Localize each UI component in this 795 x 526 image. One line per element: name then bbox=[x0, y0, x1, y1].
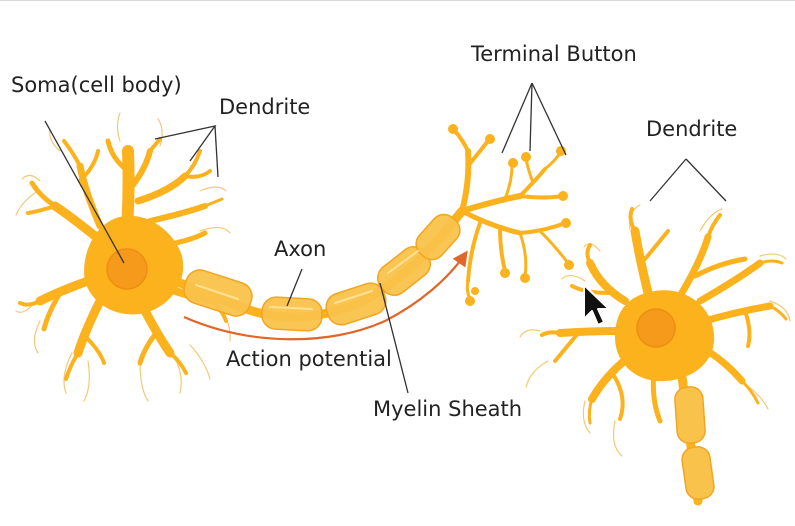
left-nucleus bbox=[106, 248, 148, 290]
axon-terminal bbox=[453, 129, 570, 301]
soma-label: Soma(cell body) bbox=[11, 73, 182, 97]
dendrite-right-label: Dendrite bbox=[646, 117, 738, 141]
myelin-sheath-label: Myelin Sheath bbox=[373, 397, 523, 421]
myelin-sheath-segments bbox=[183, 213, 461, 332]
myelin-highlights bbox=[195, 250, 419, 310]
left-filaments bbox=[15, 112, 231, 402]
right-nucleus bbox=[636, 308, 676, 348]
myelin-segment bbox=[415, 213, 461, 261]
dendrite-left-label: Dendrite bbox=[219, 95, 311, 119]
myelin-segment bbox=[325, 282, 387, 326]
mouse-pointer-icon bbox=[583, 284, 610, 326]
terminal-button-label: Terminal Button bbox=[471, 42, 637, 66]
right-neuron bbox=[519, 204, 791, 506]
right-myelin-segments bbox=[674, 386, 715, 500]
axon bbox=[175, 206, 467, 332]
myelin-segment bbox=[674, 386, 706, 444]
label-leader-lines bbox=[44, 82, 727, 394]
action-potential-arrow bbox=[183, 250, 468, 341]
action-potential-label: Action potential bbox=[226, 347, 392, 371]
axon-label: Axon bbox=[274, 237, 327, 261]
myelin-segment bbox=[681, 446, 715, 500]
myelin-segment bbox=[261, 296, 323, 332]
left-neuron bbox=[15, 112, 231, 402]
